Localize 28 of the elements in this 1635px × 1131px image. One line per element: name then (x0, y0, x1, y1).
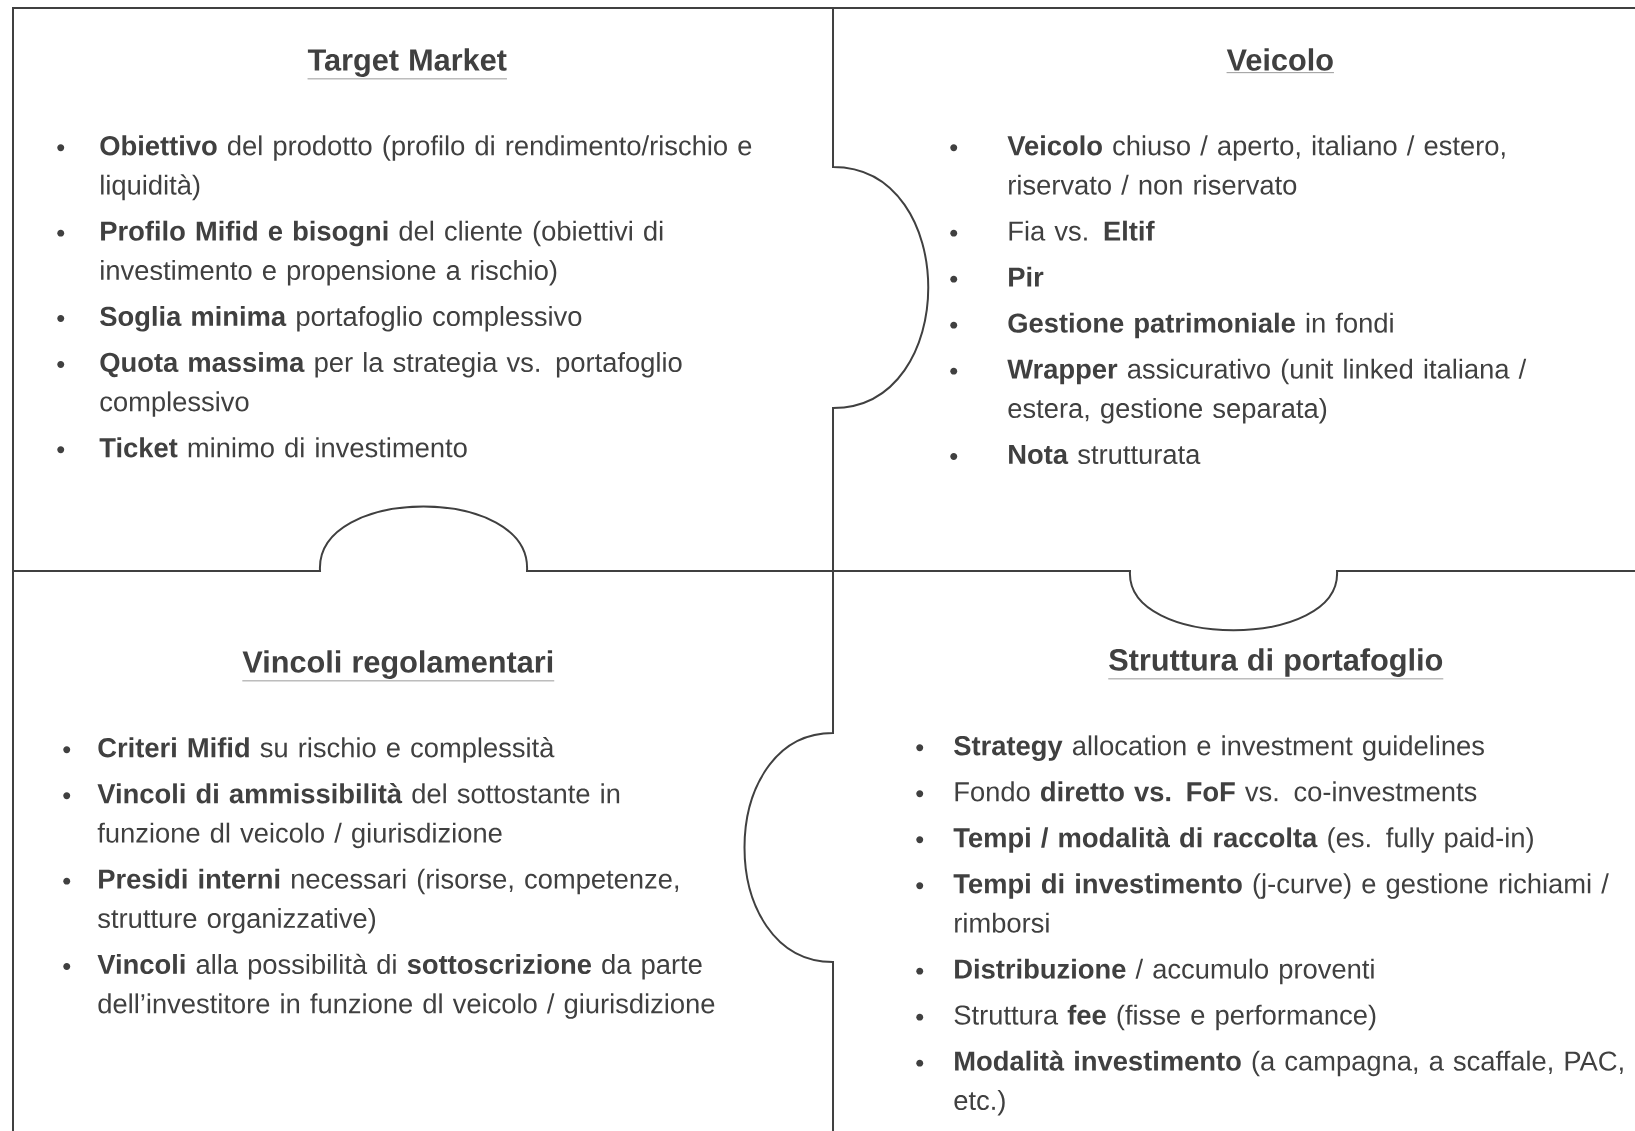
heading: Struttura di portafoglio (1107, 648, 1444, 680)
bullet-item: Struttura fee (fisse e performance) (954, 1004, 1376, 1031)
bullet-item: Criteri Mifid su rischio e complessità (98, 737, 555, 763)
bullet-item: Ticket minimo di investimento (99, 437, 467, 458)
bullet-item: Gestione patrimoniale in fondi (1008, 312, 1393, 339)
puzzle-piece (63, 650, 715, 1019)
bullet-item: Strategy allocation e investment guidelines (954, 735, 1484, 761)
bullet-item: Pir (1009, 266, 1044, 287)
bullet-item: Presidi interni necessari (risorse, competenze, strutture organizzative) (98, 868, 679, 934)
bullet-item: Distribuzione / accumulo proventi (955, 958, 1374, 985)
bullet-item: Wrapper assicurativo (unit linked italiana / estera, gestione separata) (1007, 358, 1527, 424)
bullet-item: Veicolo chiuso / aperto, italiano / estero, riservato / non riservato (1007, 135, 1505, 195)
heading: Vincoli regolamentari (242, 650, 555, 682)
bullet-item: Profilo Mifid e bisogni del cliente (obiettivi di investimento e propensione a rischio) (101, 220, 663, 286)
bullet-item: Vincoli alla possibilità di sottoscrizione da parte dell’investitore in funzione dl veicolo / giurisdizione (97, 953, 715, 1019)
bullet-item: Fia vs. Eltif (1009, 220, 1155, 241)
puzzle-piece (916, 648, 1623, 1116)
puzzle-piece (950, 48, 1527, 465)
bullet-item: Tempi di investimento (j-curve) e gestione richiami / rimborsi (953, 873, 1609, 933)
heading: Veicolo (1226, 48, 1335, 73)
bullet-item: Obiettivo del prodotto (profilo di rendimento/rischio e liquidità) (100, 135, 752, 201)
bullet-item: Modalità investimento (a campagna, a scaffale, PAC, etc.) (954, 1050, 1623, 1116)
bullet-item: Fondo diretto vs. FoF vs. co-investments (955, 781, 1477, 802)
puzzle-piece (57, 48, 752, 458)
heading: Target Market (307, 48, 508, 80)
bullet-item: Tempi / modalità di raccolta (es. fully paid-in) (953, 827, 1533, 853)
bullet-item: Soglia minima portafoglio complessivo (100, 306, 582, 332)
bullet-item: Nota strutturata (1009, 445, 1201, 465)
